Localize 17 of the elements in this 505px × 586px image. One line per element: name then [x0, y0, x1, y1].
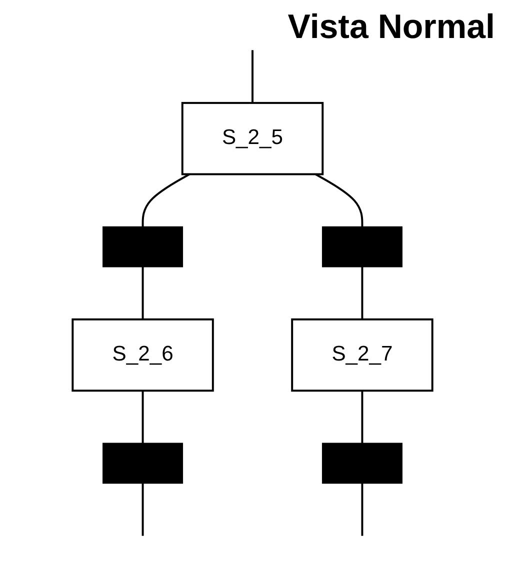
- connector: [142, 390, 144, 444]
- node-bar: [102, 226, 184, 268]
- connector: [361, 483, 364, 536]
- node-bar: [322, 442, 402, 484]
- connector: [252, 50, 254, 103]
- connector: [142, 173, 190, 227]
- connector: [142, 266, 144, 320]
- diagram-title: Vista Normal: [288, 8, 495, 47]
- node-box: S_2_5: [181, 102, 324, 176]
- node-box: S_2_6: [72, 318, 214, 392]
- connector: [142, 483, 144, 536]
- connector: [361, 390, 364, 444]
- node-bar: [102, 442, 184, 484]
- connector: [315, 173, 364, 227]
- connector: [361, 266, 364, 320]
- node-box: S_2_7: [291, 318, 434, 392]
- node-bar: [322, 226, 402, 268]
